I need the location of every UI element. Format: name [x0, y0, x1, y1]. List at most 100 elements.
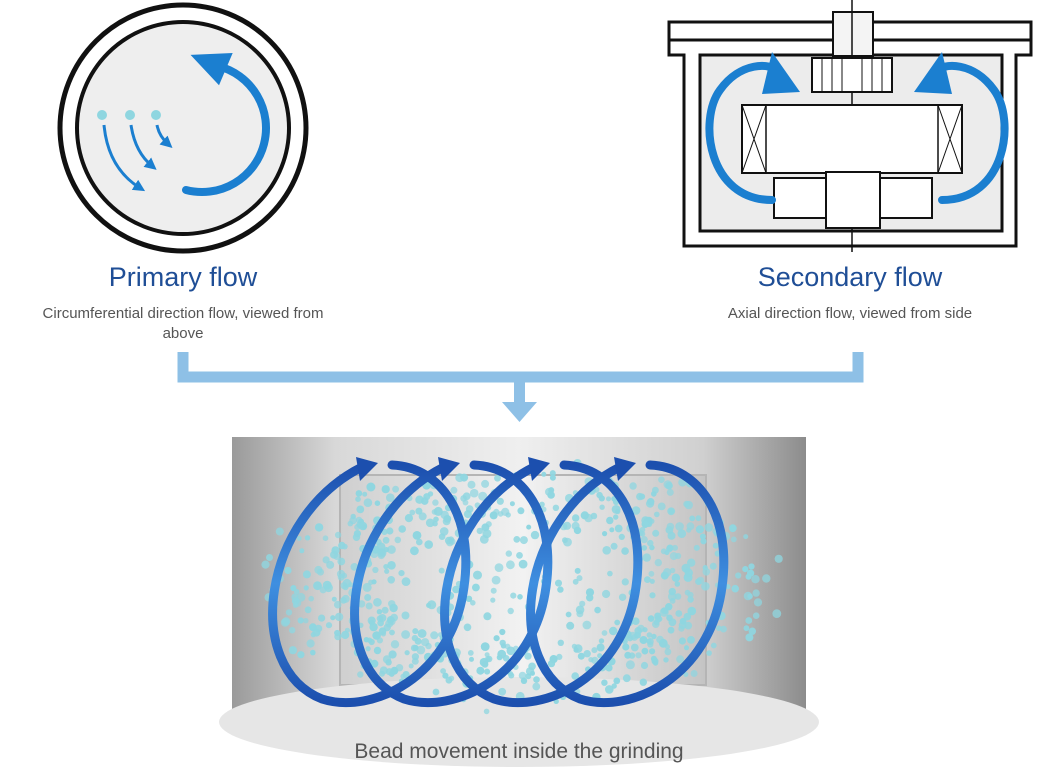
- bead: [373, 598, 382, 607]
- bead: [304, 606, 312, 614]
- drive-shaft: [832, 11, 874, 57]
- bead: [669, 598, 676, 604]
- bead: [699, 533, 706, 540]
- bead: [641, 647, 649, 655]
- bead: [285, 609, 293, 616]
- bead: [510, 592, 517, 599]
- bead: [730, 536, 737, 543]
- bead: [702, 565, 708, 571]
- bead: [573, 526, 582, 535]
- bead: [660, 571, 669, 580]
- bead: [683, 672, 689, 677]
- bead: [716, 625, 722, 631]
- bead: [293, 588, 300, 595]
- bead: [411, 657, 419, 665]
- bead: [649, 592, 656, 599]
- bead: [621, 547, 629, 555]
- secondary-flow-description: Axial direction flow, viewed from side: [727, 305, 973, 322]
- bead: [565, 611, 572, 618]
- spiral-arrowhead: [438, 457, 460, 481]
- bead: [425, 653, 431, 659]
- bead: [622, 674, 631, 683]
- bead: [508, 672, 515, 679]
- bead: [395, 664, 404, 672]
- bead: [684, 589, 691, 596]
- bead: [642, 553, 651, 562]
- bead: [401, 630, 410, 639]
- bead-movement-caption: Bead movement inside the grinding: [354, 740, 684, 763]
- bead: [410, 546, 419, 556]
- bead: [557, 639, 564, 646]
- bead: [291, 597, 300, 605]
- bead: [478, 491, 488, 501]
- bead: [753, 598, 763, 607]
- bead: [362, 582, 372, 592]
- bead: [462, 499, 469, 506]
- bead: [606, 496, 611, 502]
- bead: [552, 504, 560, 511]
- bead: [498, 687, 507, 696]
- bead: [467, 480, 476, 489]
- bead: [482, 529, 492, 539]
- bead: [415, 495, 424, 504]
- bead: [485, 521, 492, 528]
- bead: [524, 652, 532, 660]
- bead: [549, 474, 556, 481]
- bead: [506, 646, 516, 656]
- bead: [641, 545, 647, 551]
- bead: [687, 636, 695, 644]
- bead: [731, 584, 739, 593]
- bead: [649, 648, 656, 655]
- bead: [639, 526, 646, 533]
- bead: [494, 563, 504, 572]
- bead: [479, 657, 489, 667]
- bead: [572, 514, 580, 522]
- bead: [547, 491, 555, 499]
- bead: [696, 576, 705, 585]
- bead: [412, 531, 422, 540]
- bead: [752, 612, 760, 619]
- bead: [665, 481, 673, 490]
- bead: [609, 527, 615, 533]
- bead: [667, 531, 676, 540]
- bead: [383, 564, 389, 570]
- bead: [602, 589, 611, 599]
- bead: [743, 591, 753, 601]
- bead: [720, 625, 727, 633]
- bead: [665, 604, 672, 611]
- bead: [745, 633, 754, 642]
- bead: [675, 610, 683, 617]
- bead: [505, 550, 512, 557]
- bead: [513, 536, 521, 543]
- bead: [372, 566, 379, 574]
- bead: [284, 566, 292, 575]
- bead: [476, 527, 483, 535]
- bead: [364, 594, 372, 601]
- bead: [743, 534, 749, 540]
- bead: [582, 620, 592, 630]
- bead: [700, 538, 707, 545]
- bead: [646, 638, 654, 645]
- bead: [378, 627, 387, 635]
- bead: [549, 470, 556, 477]
- connector-stem: [514, 377, 525, 403]
- bead: [574, 567, 581, 574]
- bead: [275, 527, 284, 536]
- bead: [674, 581, 681, 587]
- bead: [427, 491, 434, 497]
- bead: [350, 513, 356, 520]
- bead: [624, 651, 632, 659]
- bead: [601, 630, 608, 636]
- bead: [728, 524, 737, 533]
- bead: [626, 635, 634, 642]
- bead: [651, 633, 657, 640]
- bead: [507, 607, 514, 615]
- bead: [310, 649, 316, 656]
- bead: [557, 586, 564, 593]
- bead: [518, 671, 527, 680]
- bead: [462, 492, 471, 501]
- bead: [690, 670, 698, 677]
- bead: [365, 646, 371, 652]
- bead: [365, 602, 373, 610]
- bead: [594, 606, 601, 614]
